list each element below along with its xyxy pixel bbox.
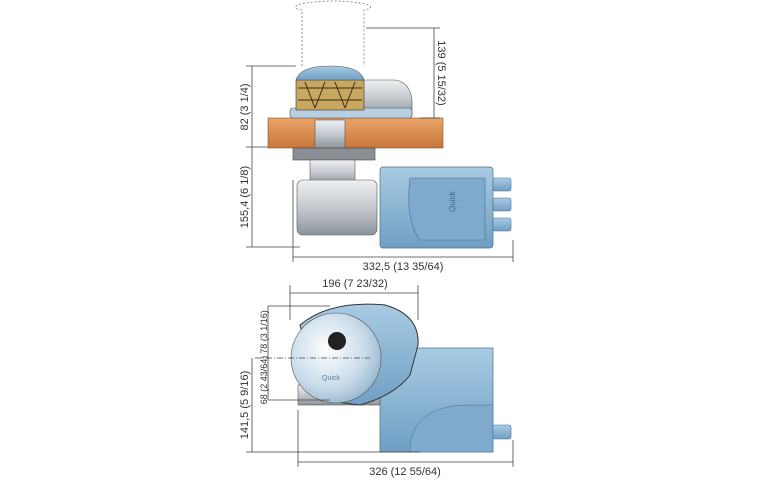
dim-overall-length-front: 326 (12 55/64) <box>369 466 441 478</box>
dim-overall-length-top: 332,5 (13 35/64) <box>363 261 444 273</box>
dome-top <box>295 65 365 81</box>
shaft <box>314 119 346 149</box>
dim-below-deck: 155,4 (6 1/8) <box>239 166 251 228</box>
dim-width: 196 (7 23/32) <box>322 278 387 290</box>
dimension-lines-front <box>246 285 514 467</box>
flange <box>292 147 376 161</box>
top-view: Quick 82 (3 1/4) 139 (5 15/32) 155,4 (6 … <box>239 0 514 273</box>
motor-cover <box>408 177 486 241</box>
deck-plank <box>267 117 444 149</box>
cable-glands <box>492 177 512 232</box>
gypsy <box>295 79 365 111</box>
motor-curve <box>409 404 494 453</box>
brand-logo: Quick <box>448 191 457 212</box>
gearbox <box>296 179 378 236</box>
dim-height: 141,5 (5 9/16) <box>239 371 251 440</box>
brand-logo-front: Quick <box>322 375 340 382</box>
dim-lower: 68 (2 43/64) <box>259 356 269 405</box>
dimension-lines-top <box>246 27 514 262</box>
gypsy-outline-dashed <box>295 0 371 66</box>
gypsy-teeth <box>298 81 362 109</box>
cable-gland-front <box>492 424 512 440</box>
dim-gypsy-clearance: 139 (5 15/32) <box>435 40 447 105</box>
dim-above-deck: 82 (3 1/4) <box>239 83 251 130</box>
shaft-hole <box>328 332 346 350</box>
front-view: Quick 196 (7 23/32) 78 (3 1/16) 68 (2 43… <box>239 278 514 478</box>
dim-upper: 78 (3 1/16) <box>259 310 269 354</box>
